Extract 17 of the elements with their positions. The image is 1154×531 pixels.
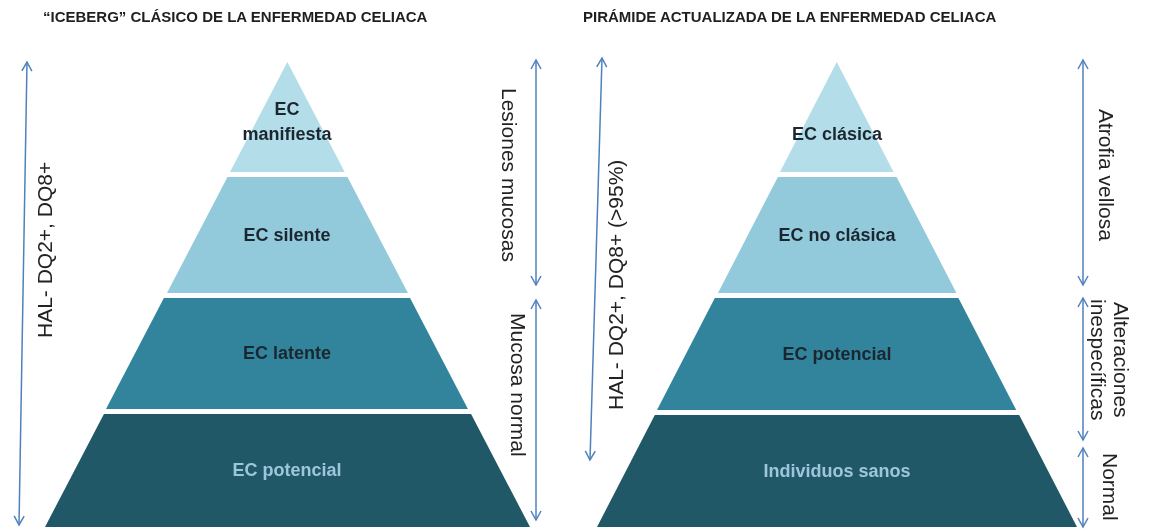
range-label: Lesiones mucosas bbox=[498, 86, 522, 264]
range-label: Atrofia vellosa bbox=[1095, 108, 1119, 243]
layer-label: EC silente bbox=[243, 223, 331, 247]
layer-label: EC no clásica bbox=[778, 223, 896, 247]
range-label: HAL- DQ2+, DQ8+ (>95%) bbox=[604, 158, 628, 413]
layer-label: Individuos sanos bbox=[763, 459, 911, 483]
range-label: HAL- DQ2+, DQ8+ bbox=[33, 160, 57, 341]
pyramid-title: PIRÁMIDE ACTUALIZADA DE LA ENFERMEDAD CELIACA bbox=[583, 8, 997, 25]
layer-label: EC manifiesta bbox=[241, 98, 333, 146]
layer-label: EC latente bbox=[242, 342, 331, 366]
layer-label: EC clásica bbox=[791, 122, 882, 146]
pyramid-title: “ICEBERG” CLÁSICO DE LA ENFERMEDAD CELIACA bbox=[43, 8, 428, 25]
layer-label: EC potencial bbox=[782, 342, 892, 366]
range-label: Normal bbox=[1099, 452, 1123, 523]
layer-label: EC potencial bbox=[232, 459, 342, 483]
range-label: Alteraciones inespecíficas bbox=[1087, 298, 1134, 423]
range-label: Mucosa normal bbox=[507, 312, 531, 459]
